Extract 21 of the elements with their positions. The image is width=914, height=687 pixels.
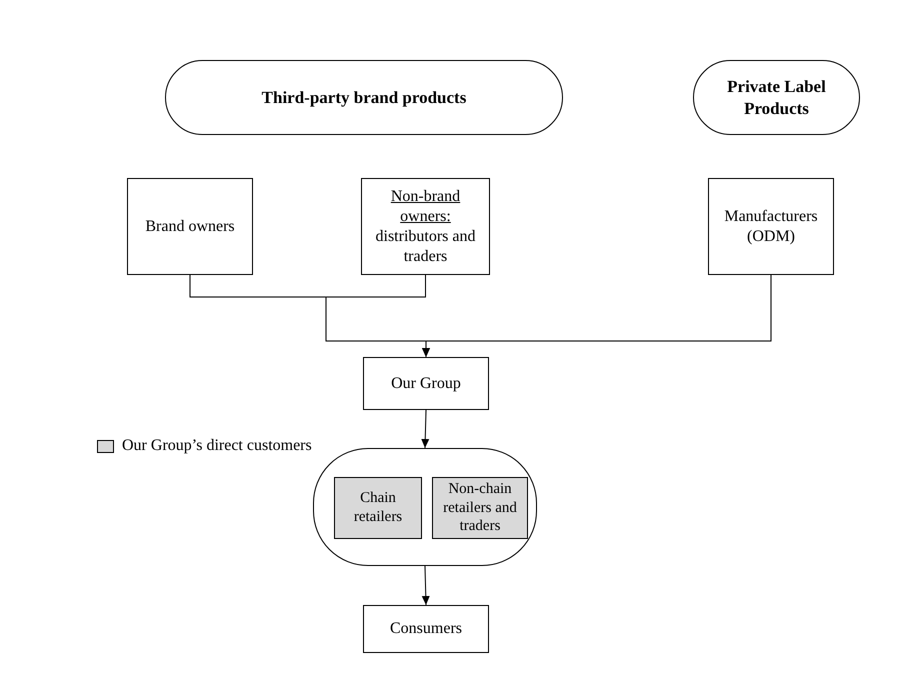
process-box <box>363 357 489 410</box>
box-text: Chain retailers <box>352 489 404 527</box>
box-text: Brand owners <box>145 216 235 236</box>
box-text: Manufacturers (ODM) <box>723 206 819 246</box>
arrow <box>421 410 430 448</box>
box-text: distributors and traders <box>374 226 476 266</box>
box-text: Consumers <box>390 619 462 639</box>
process-box <box>363 605 489 653</box>
process-box <box>361 178 490 275</box>
box-heading: Non-brand owners: <box>390 186 462 226</box>
box-text: Third-party brand products <box>262 86 466 108</box>
box-text: Our Group <box>391 374 461 394</box>
customer-box <box>432 477 528 539</box>
arrow <box>422 566 430 606</box>
legend-text: Our Group’s direct customers <box>122 436 312 456</box>
process-box <box>708 178 834 275</box>
box-text: Non-chain retailers and traders <box>442 480 518 536</box>
box-text: Private Label Products <box>726 76 827 119</box>
customer-box <box>334 477 422 539</box>
process-box <box>127 178 253 275</box>
arrow <box>422 274 772 358</box>
